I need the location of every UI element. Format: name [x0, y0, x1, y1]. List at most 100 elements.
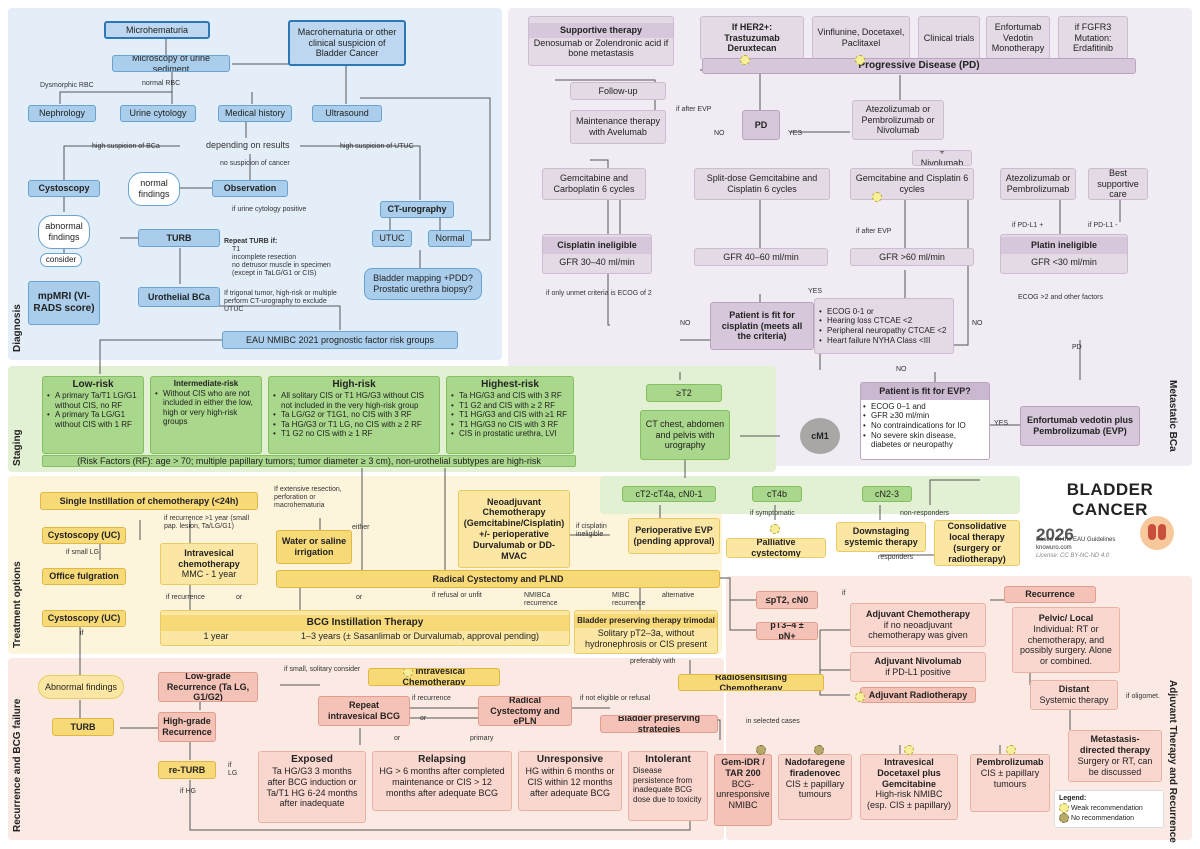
- yes-label-2: YES: [808, 288, 823, 295]
- criteria-neuropathy: Peripheral neuropathy CTCAE <2: [819, 326, 949, 336]
- criteria-heart: Heart failure NYHA Class <III: [819, 336, 949, 346]
- kidney-icon: [1140, 516, 1174, 550]
- adj-nivo-box: Adjuvant Nivolumab if PD-L1 positive: [850, 652, 986, 682]
- yes-label-1: YES: [788, 130, 803, 137]
- if-refusal-label: if refusal or unfit: [432, 592, 482, 599]
- ultrasound-box: Ultrasound: [312, 105, 382, 122]
- split-dose-box: Split-dose Gemcitabine and Cisplatin 6 c…: [694, 168, 830, 200]
- high-risk-item-1: All solitary CIS or T1 HG/G3 without CIS…: [273, 391, 435, 410]
- gfr-30-40: GFR 30–40 ml/min: [559, 257, 635, 267]
- lowgrade-rec-box: Low-grade Recurrence (Ta LG, G1/G2): [158, 672, 258, 702]
- if-after-evp-label-2: if after EVP: [856, 228, 892, 235]
- weak-recommendation-icon: [402, 669, 413, 677]
- neoadjuvant-box: Neoadjuvant Chemotherapy (Gemcitabine/Ci…: [458, 490, 570, 568]
- repeat-turb-block: Repeat TURB if: T1 incomplete resection …: [224, 238, 342, 278]
- trigonal-note: If trigonal tumor, high-risk or multiple…: [224, 290, 337, 314]
- rc-eplnd-box: Radical Cystectomy and ePLN: [478, 696, 572, 726]
- or-label-2: or: [356, 594, 363, 601]
- nadofaregene-title: Nadofaregene firadenovec: [784, 757, 846, 778]
- highest-risk-item-5: CIS in prostatic urethra, LVI: [451, 429, 569, 439]
- returb-box: re-TURB: [158, 761, 216, 779]
- high-risk-box: High-risk All solitary CIS or T1 HG/G3 w…: [268, 376, 440, 454]
- docetaxel-title: Intravesical Docetaxel plus Gemcitabine: [877, 757, 941, 789]
- turb-box: TURB: [138, 229, 220, 247]
- consider-box: consider: [40, 253, 82, 267]
- legend-title: Legend:: [1059, 794, 1087, 802]
- site-label: knowuro.com: [1036, 545, 1072, 551]
- utuc-box: UTUC: [372, 230, 412, 247]
- if-symptomatic-label: if symptomatic: [750, 510, 795, 517]
- no-susp-label: no suspicion of cancer: [220, 160, 290, 167]
- pd-label-2: PD: [1072, 344, 1082, 351]
- highest-risk-item-2: T1 G2 and CIS with ≥ 2 RF: [451, 401, 569, 411]
- unresponsive-title: Unresponsive: [536, 754, 604, 765]
- intermediate-risk-box: Intermediate-risk Without CIS who are no…: [150, 376, 262, 454]
- macrohematuria-box: Macrohematuria or other clinical suspici…: [288, 20, 406, 66]
- high-risk-item-3: Ta HG/G3 or T1 LG, no CIS with ≥ 2 RF: [273, 420, 435, 430]
- or-rec-label-2: or: [394, 735, 401, 742]
- non-responders-label: non-responders: [900, 510, 950, 517]
- weak-recommendation-icon: [1006, 745, 1016, 755]
- ct-chest-box: CT chest, abdomen and pelvis with urogra…: [640, 410, 730, 460]
- exposed-title: Exposed: [291, 754, 333, 765]
- progressive-disease-box: Progressive Disease (PD): [702, 58, 1136, 74]
- if-lg-label: if LG: [228, 762, 238, 778]
- if-cis-ineligible-label: if cisplatin ineligible: [576, 523, 607, 539]
- cisplatin-criteria-list: ECOG 0-1 or Hearing loss CTCAE <2 Periph…: [819, 307, 949, 345]
- repeat-turb-title: Repeat TURB if:: [224, 238, 278, 245]
- mmc-label: MMC - 1 year: [181, 569, 237, 580]
- turb-rec-box: TURB: [52, 718, 114, 736]
- primary-label: primary: [470, 735, 494, 742]
- in-selected-cases-label: in selected cases: [746, 718, 800, 725]
- legend-none-row: No recommendation: [1059, 813, 1134, 824]
- intolerant-title: Intolerant: [645, 754, 691, 765]
- observation-box: Observation: [212, 180, 288, 197]
- radiosensitising-box: Radiosensitising Chemotherapy: [678, 674, 824, 691]
- abnormal-findings-box: abnormal findings: [38, 215, 90, 249]
- dysmorphic-label: Dysmorphic RBC: [40, 82, 94, 89]
- unresponsive-box: Unresponsive HG within 6 months or CIS w…: [518, 751, 622, 811]
- recurrence-box: Recurrence: [1004, 586, 1096, 603]
- if-hg-label: if HG: [180, 788, 196, 795]
- docetaxel-desc: High-risk NMIBC (esp. CIS ± papillary): [867, 789, 951, 811]
- fit-cisplatin-box: Patient is fit for cisplatin (meets all …: [710, 302, 814, 350]
- high-risk-item-4: T1 G2 no CIS with ≥ 1 RF: [273, 429, 435, 439]
- evp-skin: No severe skin disease, diabetes or neur…: [863, 431, 987, 450]
- bcg-1-year: 1 year: [203, 630, 229, 641]
- if-cytology-label: if urine cytology positive: [232, 206, 307, 213]
- nadofaregene-desc: CIS ± papillary tumours: [785, 778, 845, 800]
- supportive-therapy-box: Supportive therapy Denosumab or Zolendro…: [528, 16, 674, 66]
- normal-rbc-label: normal RBC: [142, 80, 181, 87]
- intermediate-risk-list: Without CIS who are not included in eith…: [155, 389, 257, 427]
- or-rec-label: or: [420, 715, 427, 722]
- no-label-1: NO: [714, 130, 725, 137]
- intravesical-chemo-title: Intravesical chemotherapy: [178, 547, 240, 569]
- mibc-recurrence-label: MIBC recurrence: [612, 592, 646, 608]
- unresponsive-desc: HG within 6 months or CIS within 12 mont…: [525, 766, 615, 798]
- no-label-4: NO: [896, 366, 907, 373]
- highest-risk-title: Highest-risk: [481, 379, 539, 390]
- if-recurrence-rec-label: if recurrence: [412, 695, 451, 702]
- cn23-box: cN2-3: [862, 486, 912, 502]
- legend-weak-label: Weak recommendation: [1070, 804, 1143, 812]
- gfr-40-60-box: GFR 40–60 ml/min: [694, 248, 828, 266]
- gfr-60-box: GFR >60 ml/min: [850, 248, 974, 266]
- high-susp-utuc-label: high suspicion of UTUC: [340, 143, 414, 150]
- ct4b-box: cT4b: [752, 486, 802, 502]
- mdt-box: Metastasis-directed therapy Surgery or R…: [1068, 730, 1162, 782]
- license-label: License: CC BY-NC-ND 4.0: [1036, 553, 1110, 559]
- based-on-label: Based on the EAU Guidelines: [1036, 537, 1116, 543]
- intermediate-risk-title: Intermediate-risk: [173, 379, 239, 388]
- repeat-bcg-box: Repeat intravesical BCG: [318, 696, 410, 726]
- microscopy-box: Microscopy of urine sediment: [112, 55, 230, 72]
- enfortumab-mono-box: Enfortumab Vedotin Monotherapy: [986, 16, 1050, 60]
- no-recommendation-icon: [1059, 813, 1069, 824]
- clinical-trials-box: Clinical trials: [918, 16, 980, 60]
- adj-chemo-desc: if no neoadjuvant chemotherapy was given: [868, 619, 968, 641]
- pelvic-local-desc: Individual: RT or chemotherapy, and poss…: [1020, 623, 1112, 667]
- intravesical-chemo-rec: Intravesical Chemotherapy: [373, 669, 495, 685]
- gem-idr-desc: BCG-unresponsive NMIBC: [716, 778, 770, 811]
- pembrolizumab-rec-desc: CIS ± papillary tumours: [980, 767, 1040, 789]
- cystoscopy-uc-box-2: Cystoscopy (UC): [42, 610, 126, 627]
